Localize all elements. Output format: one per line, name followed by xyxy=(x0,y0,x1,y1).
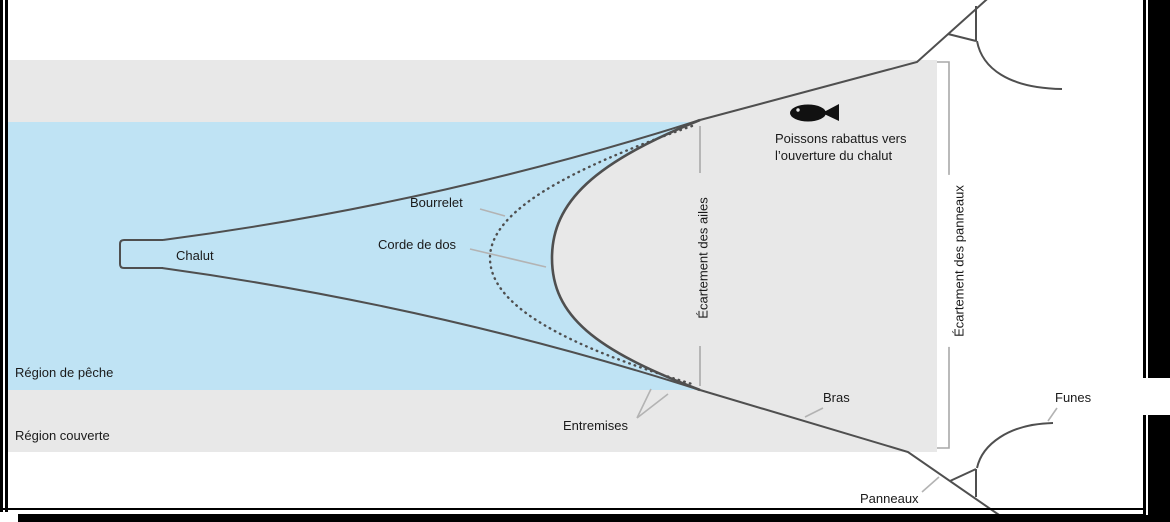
panneau-bottom-shape xyxy=(949,468,977,497)
frame-border-right-bottom xyxy=(1143,415,1170,515)
frame-border-bottom-thick xyxy=(18,514,1170,522)
poissons-label-line2: l’ouverture du chalut xyxy=(775,148,893,163)
bras-leader-line xyxy=(804,407,824,418)
codend-outline xyxy=(119,239,163,269)
frame-border-left-outer xyxy=(0,0,3,512)
bourrelet-dotted-line xyxy=(488,124,694,386)
net-bottom-wing-line xyxy=(161,267,701,391)
fune-top-line xyxy=(976,40,1063,90)
panneau-top-shape xyxy=(947,6,977,42)
fune-bottom-line xyxy=(976,422,1054,469)
panneaux-label: Panneaux xyxy=(860,491,919,506)
net-top-wing-line xyxy=(162,119,701,241)
bourrelet-leader-line xyxy=(479,208,506,217)
fish-icon xyxy=(790,104,839,122)
panneaux-leader-line xyxy=(921,476,940,493)
bras-bottom-line xyxy=(699,389,1003,518)
bras-top-line xyxy=(699,0,988,121)
frame-border-bottom-thin xyxy=(0,508,1170,510)
frame-border-left-inner xyxy=(5,0,8,512)
entremises-leader-lines xyxy=(636,388,669,419)
ecartement-ailes-label: Écartement des ailes xyxy=(695,197,711,319)
ecartement-panneaux-label: Écartement des panneaux xyxy=(947,175,971,347)
region-couverte-label: Région couverte xyxy=(15,428,110,443)
trawl-mouth-area xyxy=(552,120,712,390)
bras-label: Bras xyxy=(823,390,850,405)
frame-border-right-top xyxy=(1143,0,1170,378)
region-peche-label: Région de pêche xyxy=(15,365,114,380)
corde-de-dos-leader-line xyxy=(469,248,547,268)
bourrelet-label: Bourrelet xyxy=(410,195,463,210)
funes-leader-line xyxy=(1047,407,1058,422)
corde-de-dos-label: Corde de dos xyxy=(378,237,457,252)
entremises-label: Entremises xyxy=(563,418,629,433)
frame-stripe-bottom xyxy=(1145,415,1148,515)
corde-de-dos-line xyxy=(550,118,701,392)
poissons-label-line1: Poissons rabattus vers xyxy=(775,131,907,146)
funes-label: Funes xyxy=(1055,390,1092,405)
chalut-label: Chalut xyxy=(176,248,214,263)
frame-stripe-top xyxy=(1145,0,1148,378)
poissons-label: Poissons rabattus vers l’ouverture du ch… xyxy=(775,130,907,164)
